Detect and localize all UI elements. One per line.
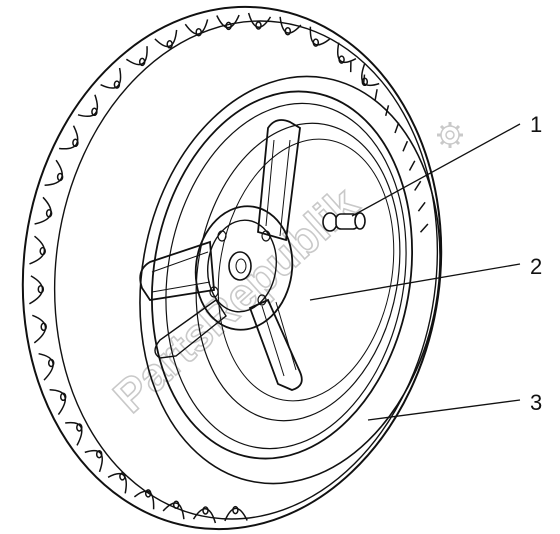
tread-dot (59, 392, 67, 402)
tread-dot (47, 358, 55, 368)
tread-dot (144, 489, 152, 498)
tread-lug (154, 29, 178, 48)
tread-dot (138, 57, 146, 67)
tread-dot (95, 449, 103, 459)
tread-dot (45, 209, 53, 218)
tread-dot (225, 21, 232, 31)
tread-notch (394, 122, 400, 134)
tread-lug (337, 42, 357, 63)
tread-lug (100, 67, 122, 89)
spoke-left-inner (151, 251, 211, 293)
spoke-lower-right-inner (261, 301, 297, 377)
tread-lug (65, 421, 83, 446)
callout-number-2: 2 (530, 254, 542, 279)
tread-dot (338, 55, 345, 64)
rim-spokes (139, 119, 303, 391)
tread-lug (34, 196, 52, 225)
tread-lug (29, 235, 45, 265)
tread-lug (216, 14, 240, 29)
tread-lug (59, 125, 79, 150)
tread-notch (408, 160, 416, 171)
tread-dot (166, 40, 173, 49)
tread-lug (133, 490, 155, 510)
spoke-lower-left (154, 298, 227, 359)
tread-lug (49, 389, 67, 416)
tread-dot (91, 107, 98, 117)
tread-dot (202, 506, 209, 515)
callout-leader-3 (367, 399, 521, 421)
spoke-lower-right (248, 298, 303, 391)
tread-lug (247, 12, 272, 28)
callout-number-1: 1 (530, 112, 542, 137)
tread-lug (125, 46, 148, 66)
callout-3: 3 (367, 390, 542, 421)
tread-dot (195, 27, 202, 37)
tread-notch (414, 180, 422, 191)
tread-dot (56, 172, 64, 182)
tread-dot (72, 138, 79, 148)
hub-outer (194, 205, 294, 331)
tread-lug (32, 314, 47, 344)
tread-lug (77, 94, 99, 117)
tread-dot (76, 423, 83, 432)
hub-bolt-holes (209, 230, 271, 306)
rim (139, 90, 413, 460)
tread-notch (384, 105, 390, 116)
hub-axle-bore (228, 251, 252, 281)
tread-dot (312, 38, 320, 47)
spoke-upper (257, 119, 301, 242)
tread-notch (417, 201, 426, 212)
tread-lug (192, 508, 217, 524)
tread-lug (224, 507, 248, 522)
tread-lug (162, 502, 185, 520)
tread-lug (44, 159, 63, 187)
callout-number-3: 3 (530, 390, 542, 415)
gear-icon (437, 122, 463, 148)
valve-cap (322, 212, 338, 232)
callout-2: 2 (309, 254, 542, 301)
tread-notch (374, 89, 378, 101)
tread-notch (419, 223, 429, 233)
valve (322, 212, 366, 232)
tread-lug (29, 275, 44, 305)
rim-outer-lip (151, 90, 413, 460)
tread-dot (40, 322, 47, 332)
tread-lug (279, 16, 302, 34)
wheel-hub (194, 205, 294, 331)
rim-inner-band (217, 138, 395, 402)
tread-dot (255, 21, 262, 30)
valve-base (354, 212, 366, 230)
tread-lug (84, 449, 103, 473)
callout-leader-2 (309, 263, 521, 301)
tread-notch (362, 74, 366, 86)
tread-lug (309, 26, 331, 46)
tread-dot (37, 284, 45, 294)
tread-dot (284, 26, 292, 36)
tread-notch (402, 140, 409, 152)
tyre-tread-pattern (29, 12, 429, 524)
hub-ring (207, 219, 277, 313)
tread-lug (107, 473, 127, 494)
tyre-inner-edge (139, 75, 441, 485)
hub-axle-inner (235, 258, 247, 274)
callout-leader-1 (351, 123, 521, 217)
tread-dot (39, 246, 46, 256)
tread-dot (172, 500, 180, 510)
tyre-outer-edge (21, 5, 443, 531)
callout-1: 1 (351, 112, 542, 217)
tread-dot (232, 505, 239, 515)
tread-dot (119, 472, 126, 481)
spoke-left (139, 240, 215, 301)
tread-dot (113, 80, 121, 89)
tread-lug (184, 19, 209, 35)
